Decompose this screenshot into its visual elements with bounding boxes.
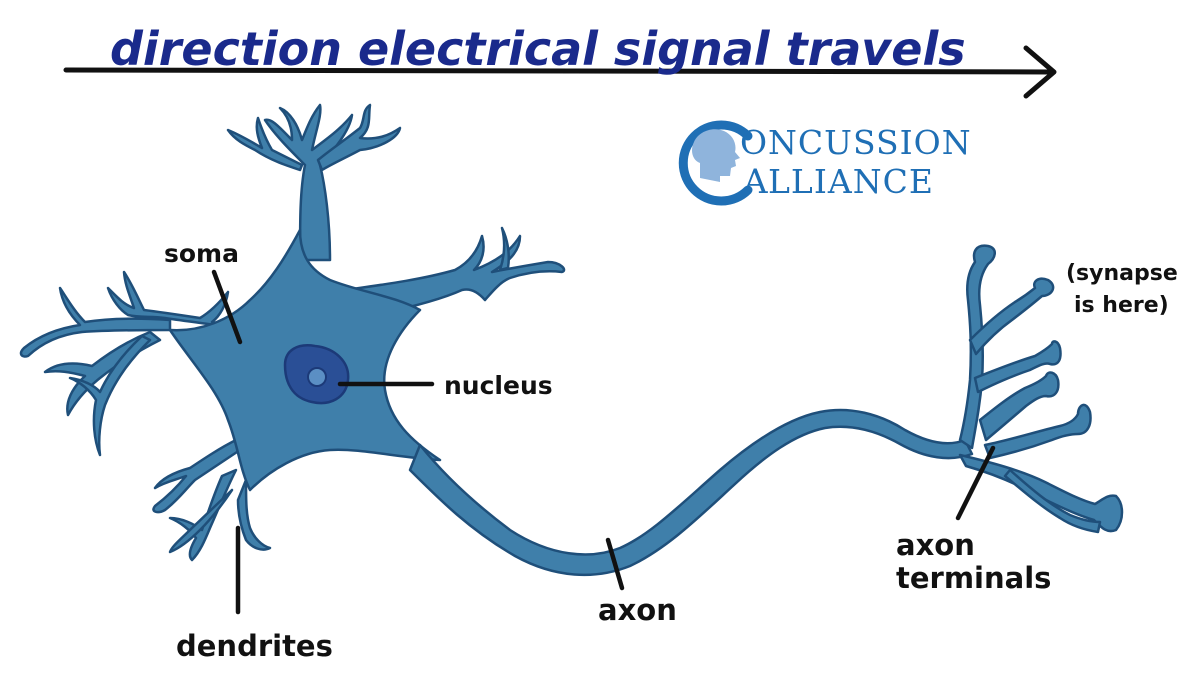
label-synapse-line1: (synapse — [1066, 261, 1178, 286]
title: direction electrical signal travels — [110, 22, 966, 76]
logo-initial-a: A — [742, 162, 769, 202]
logo-line1: ONCUSSION — [740, 123, 972, 162]
head-profile-icon — [692, 129, 740, 182]
axon-terminals — [958, 244, 1124, 534]
soma-leader — [211, 269, 243, 345]
label-axon-terminals-line1: axon — [896, 528, 975, 562]
leader-lines — [211, 269, 996, 615]
label-dendrites: dendrites — [176, 629, 333, 663]
label-axon-terminals-line2: terminals — [896, 561, 1051, 595]
label-synapse-line2: is here) — [1074, 293, 1169, 318]
axon-leader — [605, 537, 625, 591]
label-nucleus: nucleus — [444, 371, 553, 400]
label-soma: soma — [164, 239, 239, 268]
concussion-alliance-logo: ONCUSSION LLIANCE A — [678, 120, 972, 206]
axon — [408, 408, 974, 577]
label-axon: axon — [598, 593, 677, 627]
neuron — [19, 103, 1124, 577]
nucleus — [283, 344, 350, 405]
signal-direction-arrow — [63, 45, 1057, 99]
axon-terminals-leader — [955, 445, 996, 521]
logo-line2: LLIANCE — [768, 162, 934, 201]
